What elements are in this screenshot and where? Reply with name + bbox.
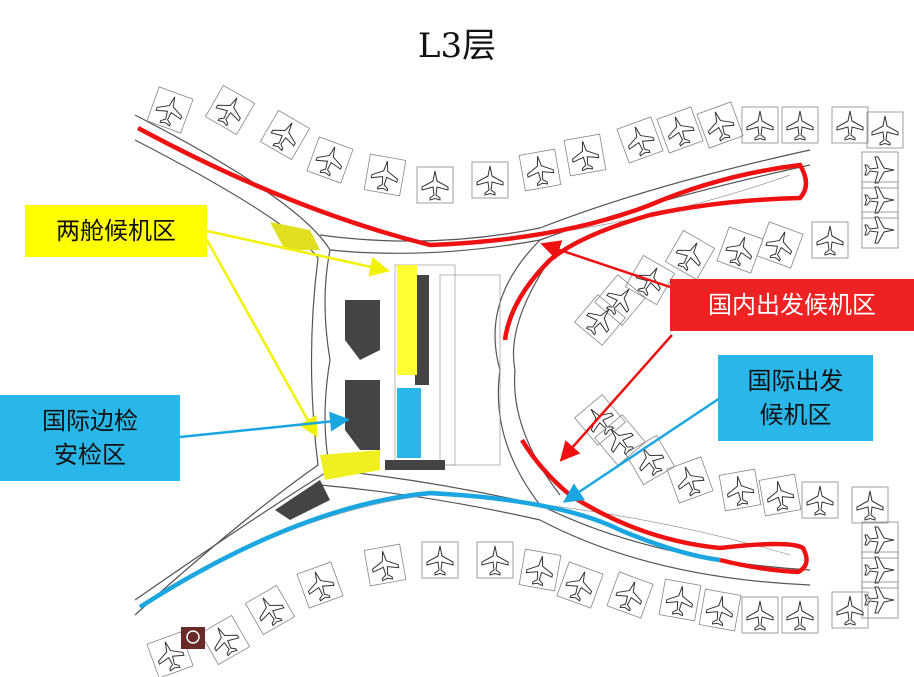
- aircraft-icon: [476, 541, 514, 579]
- aircraft-icon: [758, 473, 802, 517]
- aircraft-icon: [851, 486, 889, 524]
- aircraft-icon: [624, 434, 676, 486]
- domestic-route-upper: [136, 126, 809, 341]
- security-arrow: [179, 411, 350, 439]
- lounge-zone: [397, 265, 417, 375]
- first-business-lounge-label: 两舱候机区: [25, 205, 207, 257]
- aircraft-stands: [146, 84, 904, 677]
- aircraft-icon: [416, 166, 454, 204]
- aircraft-icon: [831, 106, 869, 144]
- aircraft-icon: [741, 106, 779, 144]
- aircraft-icon: [831, 591, 869, 629]
- aircraft-icon: [606, 571, 654, 619]
- aircraft-icon: [861, 581, 899, 619]
- aircraft-icon: [866, 111, 904, 149]
- aircraft-icon: [658, 578, 702, 622]
- aircraft-icon: [698, 588, 742, 632]
- aircraft-icon: [741, 596, 779, 634]
- stamp-icon: [181, 627, 205, 649]
- aircraft-icon: [624, 254, 676, 306]
- aircraft-icon: [594, 414, 646, 466]
- intl-departure-label: 国际出发 候机区: [718, 355, 873, 441]
- lounge-arrow-2: [205, 239, 318, 438]
- aircraft-icon: [363, 543, 407, 587]
- lounge-arrow-1: [206, 229, 390, 277]
- aircraft-icon: [666, 456, 714, 504]
- aircraft-icon: [594, 274, 646, 326]
- aircraft-icon: [296, 561, 344, 609]
- intl-arrow: [562, 396, 721, 503]
- aircraft-icon: [781, 596, 819, 634]
- aircraft-icon: [556, 561, 604, 609]
- aircraft-icon: [716, 226, 764, 274]
- security-zone: [397, 388, 421, 458]
- aircraft-icon: [244, 584, 296, 636]
- aircraft-icon: [204, 84, 256, 136]
- aircraft-icon: [199, 614, 251, 666]
- aircraft-icon: [861, 521, 899, 559]
- aircraft-icon: [756, 221, 804, 269]
- aircraft-icon: [574, 294, 626, 346]
- domestic-arrow-2: [559, 334, 673, 462]
- aircraft-icon: [616, 116, 664, 164]
- aircraft-icon: [696, 101, 744, 149]
- domestic-arrow-1: [540, 240, 671, 289]
- domestic-departure-label: 国内出发候机区: [670, 279, 914, 331]
- aircraft-icon: [518, 148, 562, 192]
- aircraft-icon: [656, 106, 704, 154]
- aircraft-icon: [306, 136, 354, 184]
- aircraft-icon: [421, 541, 459, 579]
- aircraft-icon: [664, 229, 716, 281]
- aircraft-icon: [471, 161, 509, 199]
- aircraft-icon: [718, 468, 762, 512]
- aircraft-icon: [811, 221, 849, 259]
- page-title: L3层: [417, 26, 497, 66]
- terminal-building: [134, 114, 811, 616]
- aircraft-icon: [518, 548, 562, 592]
- aircraft-icon: [363, 153, 407, 197]
- international-route: [138, 490, 721, 609]
- aircraft-icon: [861, 551, 899, 589]
- aircraft-icon: [146, 86, 194, 134]
- aircraft-icon: [563, 133, 607, 177]
- core-walls: [275, 275, 445, 520]
- aircraft-icon: [861, 211, 899, 249]
- aircraft-icon: [259, 109, 311, 161]
- aircraft-icon: [801, 481, 839, 519]
- lounge-zone-small: [270, 222, 320, 250]
- lounge-zone-lower: [320, 450, 380, 480]
- intl-border-security-label: 国际边检 安检区: [0, 395, 180, 481]
- aircraft-icon: [781, 106, 819, 144]
- aircraft-icon: [861, 181, 899, 219]
- aircraft-icon: [861, 151, 899, 189]
